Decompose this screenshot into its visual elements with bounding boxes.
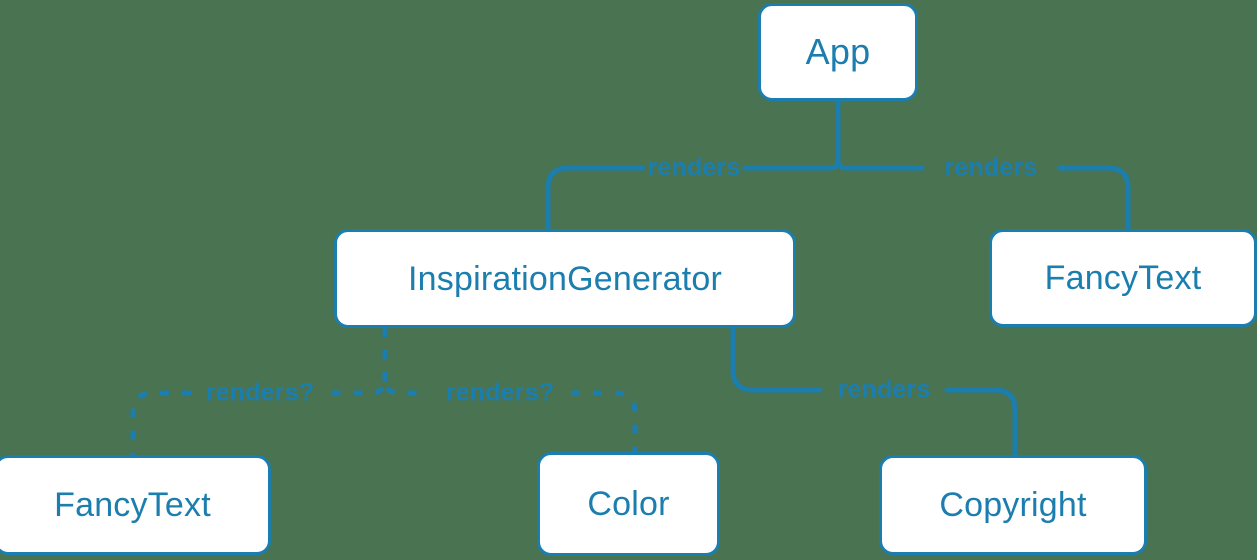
edge-app-to-inspirationgenerator-tail [545, 165, 646, 232]
edge-label-app-inspirationgenerator: renders [647, 153, 741, 182]
node-app[interactable]: App [758, 3, 918, 101]
node-copyright[interactable]: Copyright [879, 455, 1147, 555]
edge-app-to-fancytext-tail [1057, 165, 1131, 232]
edge-inspirationgenerator-to-fancytext [330, 386, 385, 396]
node-color[interactable]: Color [537, 452, 720, 556]
node-app-label: App [805, 31, 871, 72]
edge-label-inspirationgenerator-fancytext: renders? [205, 378, 315, 407]
edge-label-inspirationgenerator-color: renders? [445, 378, 555, 407]
edge-inspirationgenerator-to-copyright [730, 325, 823, 393]
edge-inspirationgenerator-to-fancytext-tail [130, 390, 191, 455]
edge-inspirationgenerator-to-copyright-tail [944, 387, 1018, 458]
edge-inspirationgenerator-to-color-tail [571, 390, 638, 452]
edge-inspirationgenerator-to-color [385, 386, 430, 396]
node-fancytext-right[interactable]: FancyText [989, 229, 1257, 327]
node-inspirationgenerator-label: InspirationGenerator [408, 259, 722, 298]
node-fancytext-left[interactable]: FancyText [0, 455, 271, 555]
node-color-label: Color [587, 485, 670, 523]
node-inspirationgenerator[interactable]: InspirationGenerator [334, 229, 796, 328]
node-copyright-label: Copyright [939, 486, 1087, 524]
edge-label-app-fancytext: renders [944, 153, 1038, 182]
node-fancytext-right-label: FancyText [1044, 259, 1202, 297]
node-fancytext-left-label: FancyText [54, 486, 211, 524]
edge-label-inspirationgenerator-copyright: renders [837, 375, 931, 404]
